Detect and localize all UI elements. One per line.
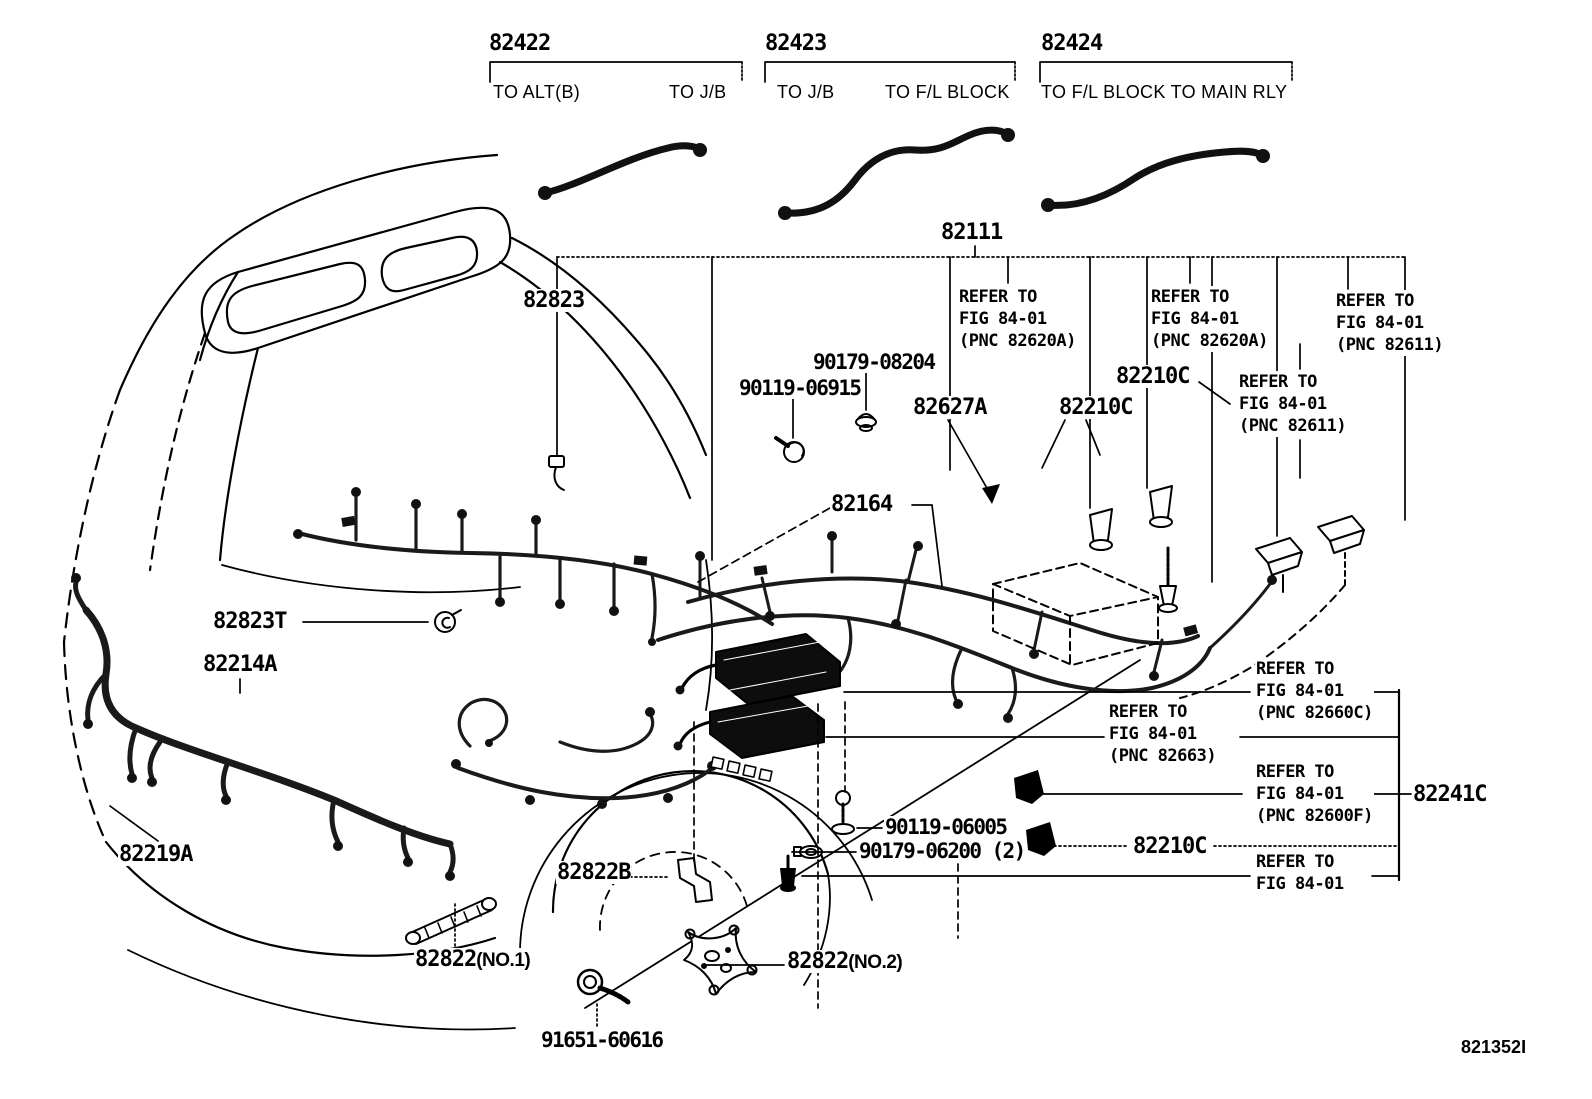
pigtail-wires-art	[538, 126, 1270, 220]
refer-note-line: FIG 84-01	[1336, 313, 1424, 333]
refer-note-line: (PNC 82611)	[1336, 335, 1444, 355]
refer-note-line: FIG 84-01	[959, 309, 1047, 329]
protector-82822-no1-icon	[405, 897, 497, 945]
part-label-82210C-2: 82210C	[1115, 364, 1190, 389]
refer-note-line: (PNC 82620A)	[1151, 331, 1268, 351]
refer-note-82620A-1: REFER TO FIG 84-01 (PNC 82620A)	[958, 286, 1077, 352]
relay-block-outline-icon	[992, 562, 1159, 666]
connection-label-to-fl-block-main-rly: TO F/L BLOCK TO MAIN RLY	[1041, 82, 1288, 102]
refer-note-line: (PNC 82663)	[1109, 746, 1217, 766]
connection-label-to-alt-b: TO ALT(B)	[493, 82, 581, 102]
component-glyphs	[405, 413, 1365, 1005]
part-label-82822-no1: 82822(NO.1)	[414, 947, 532, 972]
refer-note-line: FIG 84-01	[1256, 681, 1344, 701]
part-label-90179-06200: 90179-06200 (2)	[858, 839, 1026, 863]
refer-note-line: (PNC 82620A)	[959, 331, 1076, 351]
grommet-icons	[1089, 485, 1178, 613]
bolt-90119-06005-icon	[831, 790, 855, 835]
refer-note-82611-1: REFER TO FIG 84-01 (PNC 82611)	[1335, 290, 1445, 356]
pointer-arrow-icon	[982, 484, 1000, 504]
part-label-82111: 82111	[940, 220, 1003, 245]
sensor-connector-icons	[1179, 515, 1365, 699]
refer-note-line: REFER TO	[1256, 852, 1334, 872]
plug-icons	[780, 770, 1056, 892]
part-number: 82822	[415, 947, 477, 972]
part-label-91651-60616: 91651-60616	[540, 1028, 664, 1052]
part-label-82241C: 82241C	[1412, 782, 1487, 807]
part-label-90119-06915: 90119-06915	[738, 376, 862, 400]
refer-note-line: (PNC 82660C)	[1256, 703, 1373, 723]
bolt-90119-06915-icon	[774, 436, 805, 463]
refer-note-line: (PNC 82600F)	[1256, 806, 1373, 826]
bracket-82822-no2-icon	[683, 924, 758, 996]
refer-note-82660C: REFER TO FIG 84-01 (PNC 82660C)	[1255, 658, 1374, 724]
refer-note-line: FIG 84-01	[1239, 394, 1327, 414]
refer-note-line: REFER TO	[1256, 659, 1334, 679]
refer-note-82663: REFER TO FIG 84-01 (PNC 82663)	[1108, 701, 1218, 767]
refer-note-line: REFER TO	[1256, 762, 1334, 782]
part-label-82823T: 82823T	[212, 609, 287, 634]
part-label-82210C-3: 82210C	[1132, 834, 1207, 859]
refer-note-82611-2: REFER TO FIG 84-01 (PNC 82611)	[1238, 371, 1348, 437]
part-label-82822-no2: 82822(NO.2)	[786, 949, 904, 974]
bolt-91651-60616-icon	[576, 968, 631, 1005]
figure-code: 821352I	[1460, 1037, 1528, 1057]
part-label-82214A: 82214A	[202, 652, 277, 677]
part-label-82422: 82422	[488, 31, 551, 56]
harness-art	[71, 487, 1277, 881]
refer-note-line: (PNC 82611)	[1239, 416, 1347, 436]
refer-note-line: FIG 84-01	[1109, 724, 1197, 744]
refer-note-82600F: REFER TO FIG 84-01 (PNC 82600F)	[1255, 761, 1374, 827]
nut-90179-08204-icon	[855, 413, 877, 432]
refer-note-line: REFER TO	[1239, 372, 1317, 392]
part-label-90179-08204: 90179-08204	[812, 350, 936, 374]
refer-note-line: REFER TO	[1151, 287, 1229, 307]
refer-note-line: FIG 84-01	[1256, 874, 1344, 894]
part-label-82822B: 82822B	[556, 860, 631, 885]
connection-label-to-jb-1: TO J/B	[669, 82, 727, 102]
clip-82823T-icon	[434, 609, 462, 633]
part-label-82823: 82823	[522, 288, 585, 313]
refer-note-line: FIG 84-01	[1256, 784, 1344, 804]
junction-block-icon	[673, 633, 841, 782]
refer-note-line: REFER TO	[1109, 702, 1187, 722]
refer-note-bottom: REFER TO FIG 84-01	[1255, 851, 1345, 895]
connection-label-to-fl-block: TO F/L BLOCK	[885, 82, 1010, 102]
part-label-82164: 82164	[830, 492, 893, 517]
part-label-82423: 82423	[764, 31, 827, 56]
part-label-82219A: 82219A	[118, 842, 193, 867]
refer-note-line: REFER TO	[1336, 291, 1414, 311]
refer-note-82620A-2: REFER TO FIG 84-01 (PNC 82620A)	[1150, 286, 1269, 352]
part-label-82627A: 82627A	[912, 395, 987, 420]
part-label-90119-06005: 90119-06005	[884, 815, 1008, 839]
clip-82823-icon	[548, 455, 565, 491]
connection-label-to-jb-2: TO J/B	[777, 82, 835, 102]
part-suffix: (NO.1)	[476, 950, 531, 971]
refer-note-line: REFER TO	[959, 287, 1037, 307]
part-label-82210C-1: 82210C	[1058, 395, 1133, 420]
bracket-82822B-icon	[677, 857, 713, 903]
part-suffix: (NO.2)	[848, 952, 903, 973]
part-label-82424: 82424	[1040, 31, 1103, 56]
leader-lines	[109, 61, 1412, 1027]
part-number: 82822	[787, 949, 849, 974]
refer-note-line: FIG 84-01	[1151, 309, 1239, 329]
